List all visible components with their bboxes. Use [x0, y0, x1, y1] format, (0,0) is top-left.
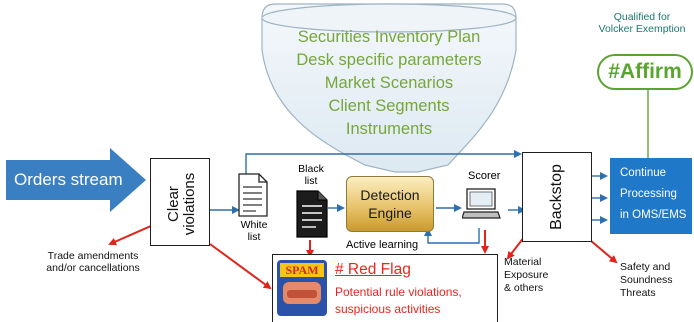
clear-label-line2: violations — [181, 172, 198, 236]
black-list-line2: list — [304, 174, 318, 187]
safety-line1: Safety and — [620, 261, 671, 273]
orders-stream-label: Orders stream — [14, 170, 123, 189]
continue-line1: Continue — [620, 167, 667, 179]
white-list-document-icon — [238, 173, 268, 217]
safety-line3: Threats — [620, 287, 656, 299]
spam-logo: SPAM — [280, 263, 324, 277]
funnel-item-desk-parameters: Desk specific parameters — [296, 51, 482, 69]
trade-amendments-line1: Trade amendments — [47, 250, 139, 262]
black-list-label: Black list — [294, 163, 328, 187]
material-line2: Exposure — [504, 269, 549, 281]
affirm-label: #Affirm — [608, 60, 682, 83]
scorer-label: Scorer — [468, 170, 501, 182]
volcker-line2: Volcker Exemption — [598, 22, 686, 35]
white-list-line2: list — [247, 230, 261, 243]
funnel-item-market-scenarios: Market Scenarios — [324, 74, 454, 92]
red-flag-box: SPAM # Red Flag Potential rule violation… — [272, 254, 498, 322]
active-learning-label: Active learning — [346, 239, 419, 251]
safety-soundness-label: Safety and Soundness Threats — [620, 261, 673, 300]
orders-stream-arrow — [6, 148, 146, 212]
safety-line2: Soundness — [620, 274, 673, 286]
laptop-icon — [462, 188, 501, 219]
backstop-box: Backstop — [522, 152, 592, 242]
detection-engine-line2: Engine — [368, 205, 412, 221]
funnel-shape — [261, 3, 517, 173]
continue-line3: in OMS/EMS — [620, 209, 687, 221]
funnel-rim — [261, 3, 517, 33]
material-exposure-label: Material Exposure & others — [504, 256, 548, 295]
detection-engine-line1: Detection — [360, 187, 420, 203]
black-list-line1: Black — [298, 163, 324, 175]
red-flag-line2: suspicious activities — [335, 302, 441, 316]
affirm-badge: #Affirm — [597, 54, 693, 90]
volcker-line1: Qualified for — [613, 11, 671, 23]
backstop-label: Backstop — [548, 164, 565, 230]
white-list-label: White list — [237, 219, 271, 243]
clear-violations-box: Clear violations — [150, 158, 210, 246]
trade-amendments-line2: and/or cancellations — [46, 261, 140, 274]
continue-processing-box: Continue Processing in OMS/EMS — [610, 158, 692, 234]
volcker-exemption-label: Qualified for Volcker Exemption — [592, 11, 692, 35]
black-list-document-icon — [296, 190, 328, 238]
material-line1: Material — [504, 256, 542, 268]
funnel-item-client-segments: Client Segments — [328, 97, 450, 115]
trade-amendments-label: Trade amendments and/or cancellations — [28, 250, 158, 274]
clear-label-line1: Clear — [165, 186, 182, 222]
clear-violations-label: Clear violations — [165, 158, 198, 250]
continue-line2: Processing — [620, 188, 677, 200]
white-list-line1: White — [240, 219, 268, 231]
spam-can-icon: SPAM — [277, 260, 327, 316]
funnel-item-inventory-plan: Securities Inventory Plan — [297, 28, 481, 46]
red-flag-title: # Red Flag — [335, 261, 411, 278]
material-line3: & others — [504, 282, 544, 294]
detection-engine-box: Detection Engine — [346, 176, 434, 232]
red-flag-line1: Potential rule violations, — [335, 285, 462, 299]
funnel-item-instruments: Instruments — [345, 120, 433, 138]
